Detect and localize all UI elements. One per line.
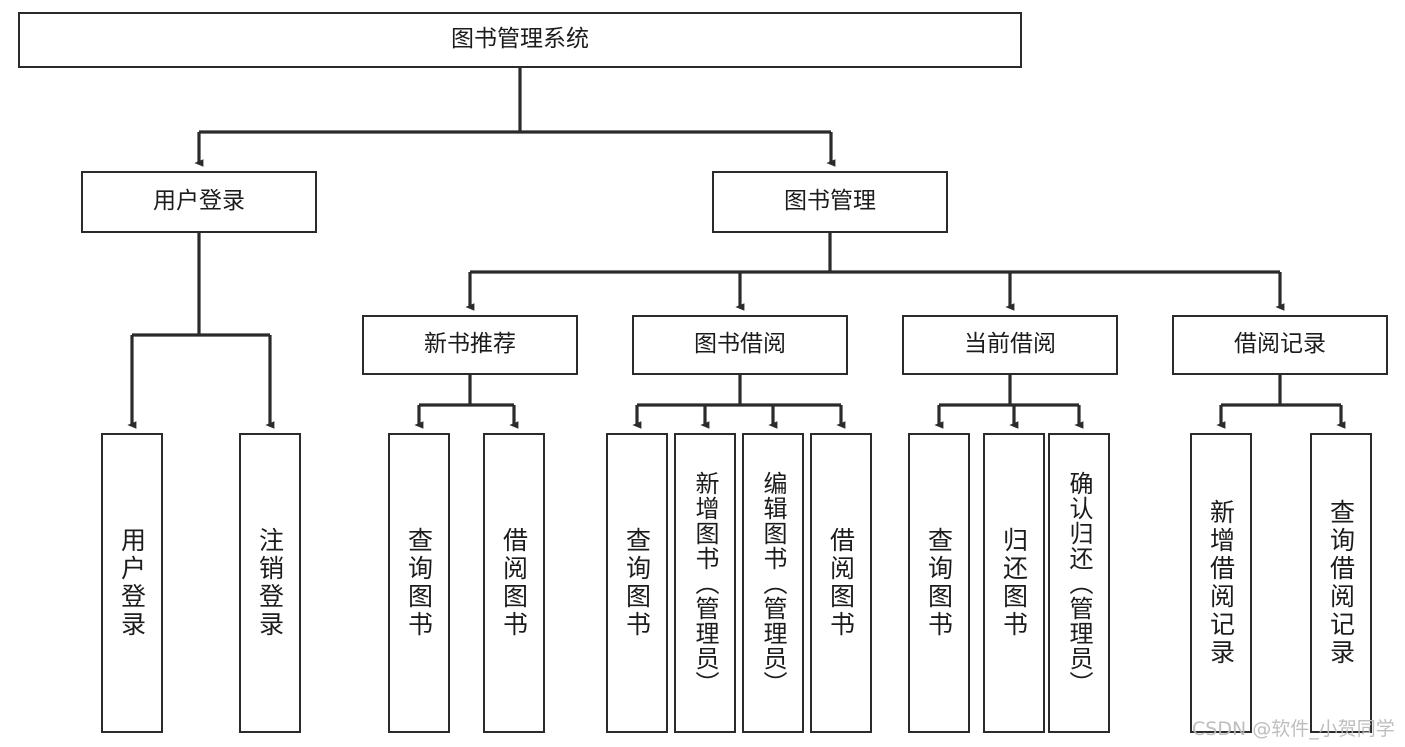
node-user-login-label: 用户登录 [153,188,245,215]
node-user-login[interactable]: 用户登录 [81,171,317,233]
node-leaf-user-logout-label: 注销登录 [255,527,285,639]
node-book-borrow[interactable]: 图书借阅 [632,315,848,375]
node-leaf-confirm-return-label: 确认归还（管理员） [1065,470,1093,696]
node-current-borrow[interactable]: 当前借阅 [902,315,1118,375]
node-leaf-query-book-3[interactable]: 查询图书 [908,433,970,733]
node-leaf-borrow-book-2-label: 借阅图书 [826,527,856,639]
node-root[interactable]: 图书管理系统 [18,12,1022,68]
node-root-label: 图书管理系统 [451,26,589,53]
node-leaf-add-book-label: 新增图书（管理员） [691,470,719,696]
node-book-borrow-label: 图书借阅 [694,331,786,358]
node-borrow-record[interactable]: 借阅记录 [1172,315,1388,375]
node-new-book-recommend-label: 新书推荐 [424,331,516,358]
node-leaf-borrow-book-1-label: 借阅图书 [499,527,529,639]
node-leaf-confirm-return[interactable]: 确认归还（管理员） [1048,433,1110,733]
node-leaf-query-book-1-label: 查询图书 [404,527,434,639]
node-leaf-borrow-book-1[interactable]: 借阅图书 [483,433,545,733]
node-leaf-add-record-label: 新增借阅记录 [1206,499,1236,667]
node-leaf-return-book[interactable]: 归还图书 [983,433,1045,733]
node-leaf-user-logout[interactable]: 注销登录 [239,433,301,733]
node-leaf-add-record[interactable]: 新增借阅记录 [1190,433,1252,733]
node-borrow-record-label: 借阅记录 [1234,331,1326,358]
node-leaf-add-book[interactable]: 新增图书（管理员） [674,433,736,733]
node-leaf-edit-book[interactable]: 编辑图书（管理员） [742,433,804,733]
node-leaf-return-book-label: 归还图书 [999,527,1029,639]
node-current-borrow-label: 当前借阅 [964,331,1056,358]
node-leaf-borrow-book-2[interactable]: 借阅图书 [810,433,872,733]
node-leaf-query-book-2[interactable]: 查询图书 [606,433,668,733]
node-leaf-query-book-3-label: 查询图书 [924,527,954,639]
node-book-manage-label: 图书管理 [784,188,876,215]
node-leaf-query-record-label: 查询借阅记录 [1326,499,1356,667]
node-leaf-user-login[interactable]: 用户登录 [101,433,163,733]
node-leaf-query-record[interactable]: 查询借阅记录 [1310,433,1372,733]
node-leaf-user-login-label: 用户登录 [117,527,147,639]
node-leaf-query-book-2-label: 查询图书 [622,527,652,639]
node-leaf-query-book-1[interactable]: 查询图书 [388,433,450,733]
node-new-book-recommend[interactable]: 新书推荐 [362,315,578,375]
node-leaf-edit-book-label: 编辑图书（管理员） [759,470,787,696]
node-book-manage[interactable]: 图书管理 [712,171,948,233]
